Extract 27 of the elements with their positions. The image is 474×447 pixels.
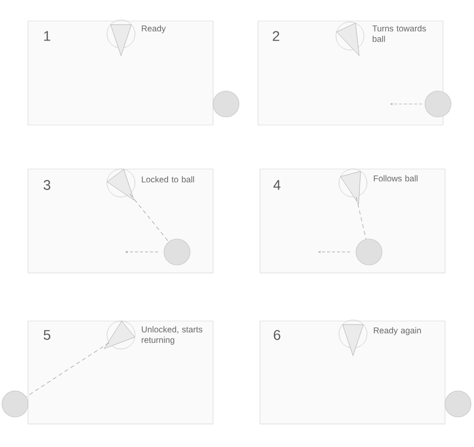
ball bbox=[164, 238, 190, 266]
tracking-line bbox=[356, 196, 366, 240]
turret-drawing bbox=[106, 168, 136, 201]
step-number: 1 bbox=[44, 31, 50, 41]
turret-drawing bbox=[336, 22, 364, 56]
turret-drawing bbox=[338, 320, 368, 356]
ball bbox=[2, 390, 28, 418]
ball bbox=[424, 90, 452, 118]
step-number: 2 bbox=[272, 31, 280, 41]
step-number: 3 bbox=[44, 180, 50, 190]
step-number: 5 bbox=[44, 330, 50, 340]
tracking-line bbox=[130, 194, 169, 242]
turret-drawing bbox=[106, 20, 136, 56]
turret-drawing bbox=[338, 168, 368, 204]
ball bbox=[212, 90, 240, 118]
step-label: Ready again bbox=[374, 327, 421, 336]
step-label: Locked to ball bbox=[142, 176, 194, 182]
ball bbox=[444, 390, 472, 418]
step-label: Follows ball bbox=[374, 175, 418, 182]
step-label: Unlocked, starts returning bbox=[142, 326, 202, 345]
step-number: 4 bbox=[273, 180, 280, 190]
turret-drawing bbox=[104, 320, 136, 350]
step-number: 6 bbox=[274, 330, 280, 340]
step-label: Ready bbox=[142, 25, 166, 34]
ball bbox=[356, 238, 382, 266]
tracking-line bbox=[26, 342, 110, 398]
step-label: Turns towards ball bbox=[372, 25, 426, 42]
